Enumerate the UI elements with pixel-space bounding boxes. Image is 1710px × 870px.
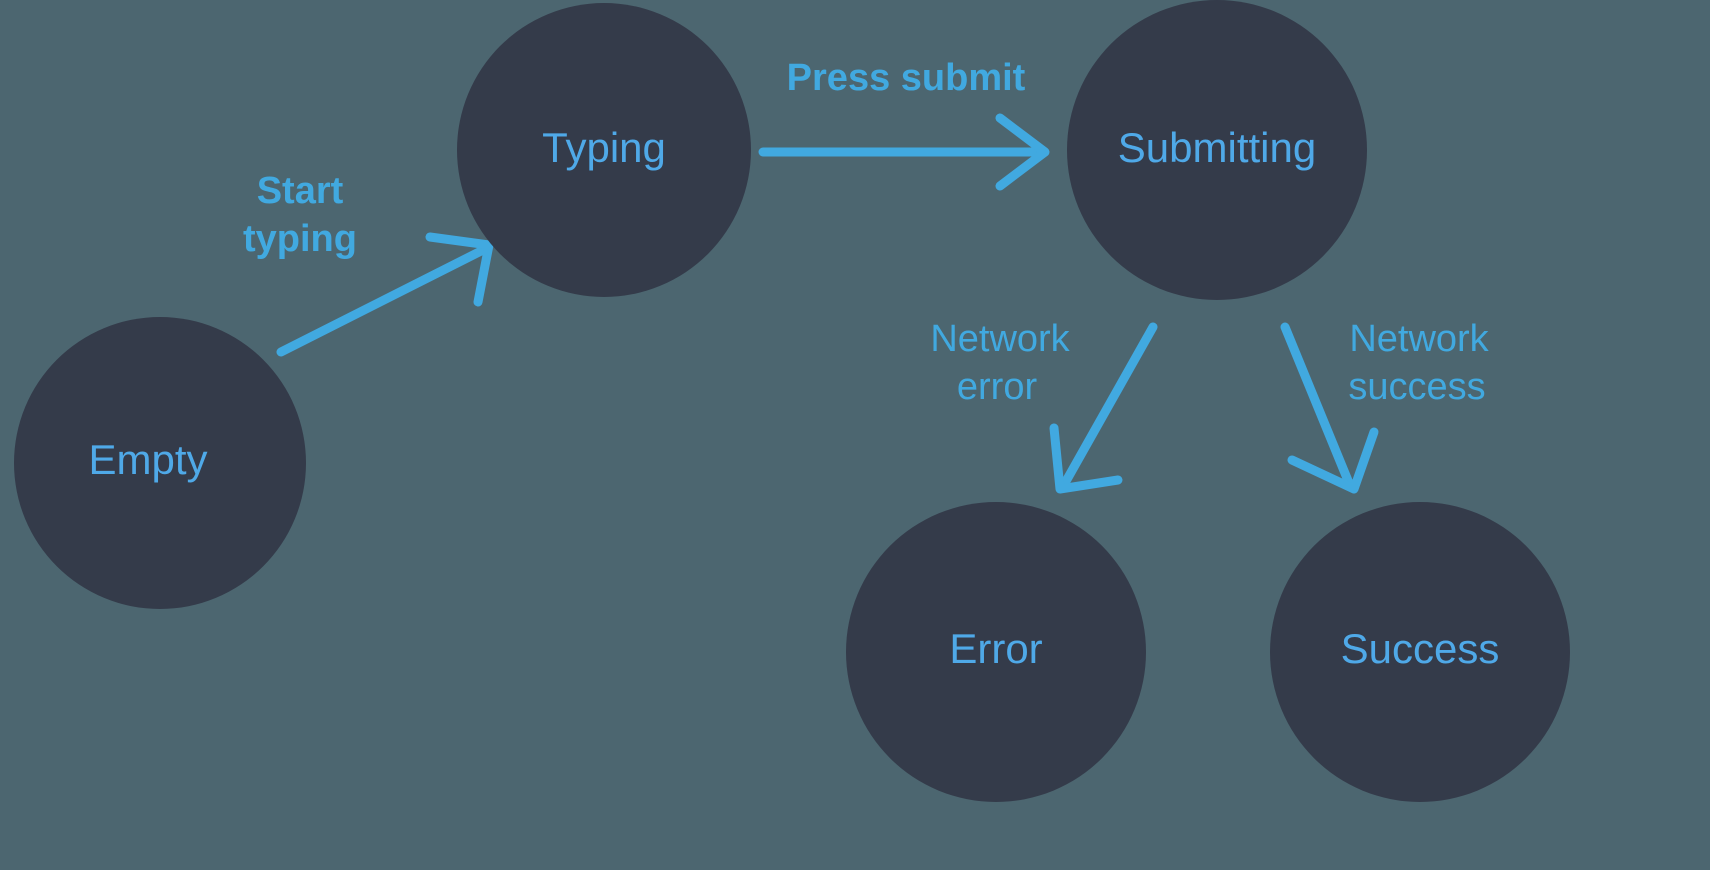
node-empty[interactable]: Empty xyxy=(14,317,306,609)
edge-press-submit-arrowhead xyxy=(995,113,1050,191)
node-submitting[interactable]: Submitting xyxy=(1067,0,1367,300)
node-success[interactable]: Success xyxy=(1270,502,1570,802)
node-error-label: Error xyxy=(949,625,1042,672)
edge-label-start-typing-line2: typing xyxy=(243,218,357,260)
edge-network-success-arrowhead xyxy=(1287,427,1379,494)
edge-label-network-success-line2: success xyxy=(1348,366,1485,408)
edge-label-network-error-line2: error xyxy=(957,366,1038,408)
edge-label-network-success-line1: Network xyxy=(1349,318,1489,360)
node-empty-label: Empty xyxy=(88,436,207,483)
node-typing[interactable]: Typing xyxy=(457,3,751,297)
node-typing-label: Typing xyxy=(542,124,666,171)
node-typing-shape xyxy=(457,3,751,297)
edge-network-error-line xyxy=(1060,322,1158,488)
edge-start-typing-arrowhead xyxy=(425,232,494,307)
node-submitting-label: Submitting xyxy=(1118,124,1316,171)
node-error-shape xyxy=(846,502,1146,802)
node-success-shape xyxy=(1270,502,1570,802)
edge-start-typing[interactable] xyxy=(276,232,494,357)
edge-label-start-typing-line1: Start xyxy=(257,170,344,212)
node-empty-shape xyxy=(14,317,306,609)
edge-label-network-error-line1: Network xyxy=(930,318,1070,360)
node-submitting-shape xyxy=(1067,0,1367,300)
edge-network-success-line xyxy=(1280,322,1354,488)
node-success-label: Success xyxy=(1341,625,1500,672)
edge-network-error[interactable] xyxy=(1049,322,1158,494)
edge-press-submit[interactable] xyxy=(758,113,1050,191)
node-error[interactable]: Error xyxy=(846,502,1146,802)
edge-label-press-submit: Press submit xyxy=(787,57,1026,99)
edge-network-error-arrowhead xyxy=(1049,423,1123,494)
edge-start-typing-line xyxy=(276,243,492,357)
edge-network-success[interactable] xyxy=(1280,322,1379,494)
